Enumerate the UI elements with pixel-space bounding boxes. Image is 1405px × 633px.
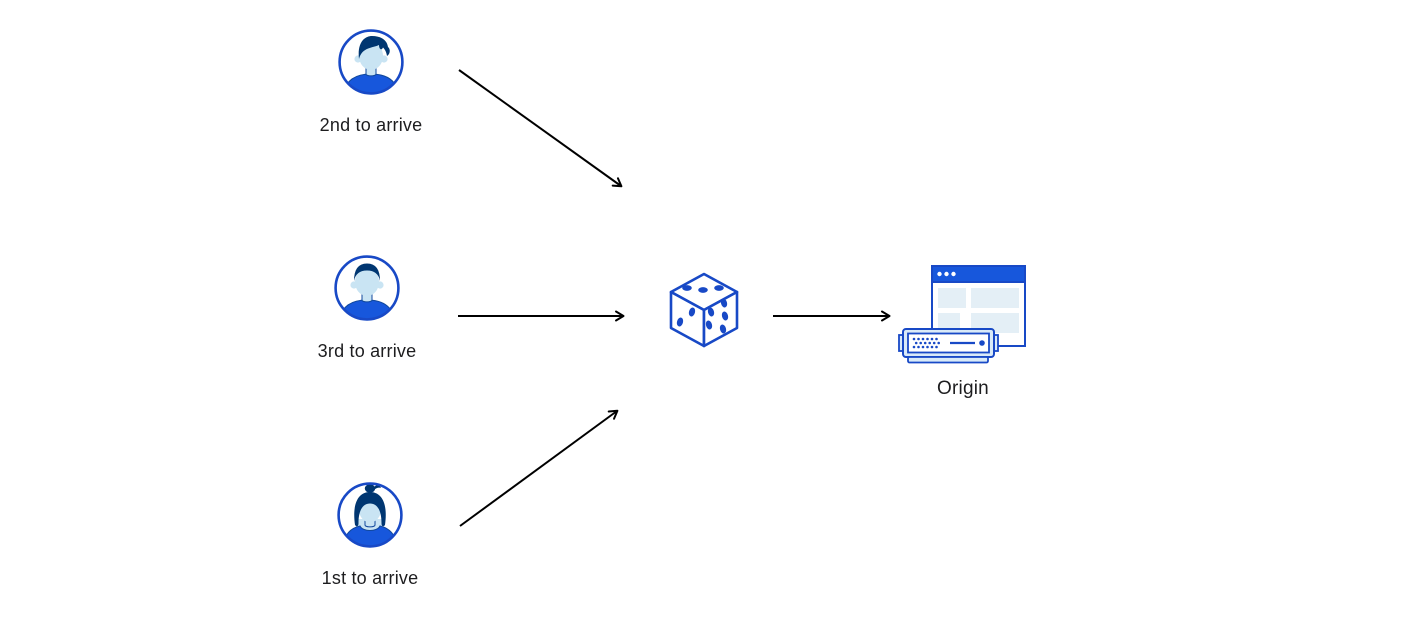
man-wavy-hair-avatar-icon bbox=[338, 29, 404, 95]
man-short-hair-avatar-icon bbox=[334, 255, 400, 321]
client-label-3rd: 3rd to arrive bbox=[317, 341, 417, 361]
dice-node bbox=[667, 271, 741, 354]
origin-node: Origin bbox=[897, 264, 1029, 400]
arrow-client2-to-dice bbox=[458, 69, 623, 188]
dice-icon bbox=[669, 272, 739, 348]
origin-server-browser-icon bbox=[898, 265, 1026, 364]
woman-bun-hair-avatar-icon bbox=[337, 482, 403, 548]
client-label-2nd: 2nd to arrive bbox=[319, 115, 423, 135]
server-vent-dots bbox=[912, 337, 940, 349]
client-node-1st: 1st to arrive bbox=[290, 481, 450, 589]
client-node-2nd: 2nd to arrive bbox=[291, 28, 451, 136]
client-node-3rd: 3rd to arrive bbox=[287, 254, 447, 362]
arrow-client1-to-dice bbox=[459, 409, 619, 527]
client-label-1st: 1st to arrive bbox=[321, 568, 419, 588]
origin-label: Origin bbox=[937, 378, 989, 399]
